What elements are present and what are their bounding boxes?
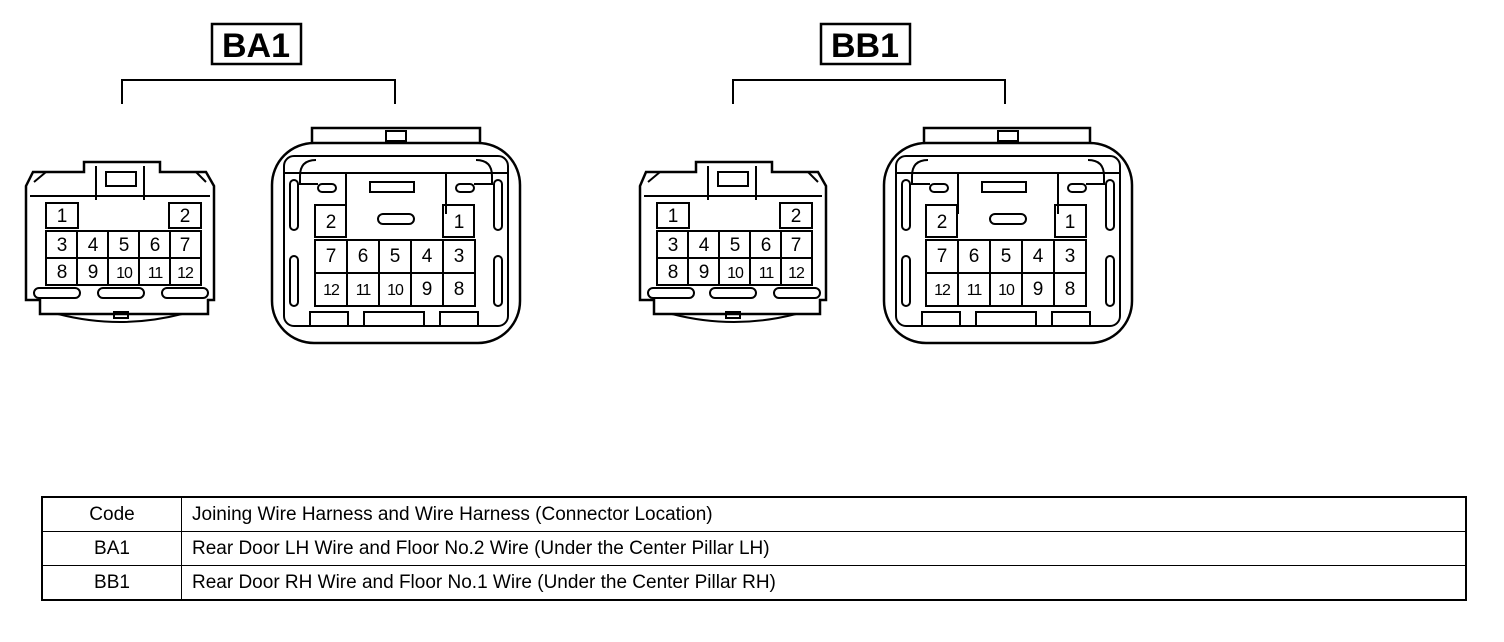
pin-number: 9: [422, 279, 433, 300]
pin-number: 5: [1001, 246, 1012, 267]
pin-number: 9: [1033, 279, 1044, 300]
female-pin-grid: [314, 204, 476, 307]
pin-number: 12: [788, 265, 805, 282]
female-pin-grid: [925, 204, 1087, 307]
male-connector-body: [24, 160, 216, 323]
pin-number: 3: [1065, 246, 1076, 267]
pin-number: 5: [390, 246, 401, 267]
pin-number: 1: [454, 212, 465, 233]
pin-number: 12: [934, 282, 951, 299]
male-pin-grid: [45, 202, 202, 286]
pin-number: 4: [422, 246, 433, 267]
pin-number: 12: [323, 282, 340, 299]
pin-number: 6: [969, 246, 980, 267]
pin-number: 5: [119, 235, 130, 256]
connector-legend-table: Code Joining Wire Harness and Wire Harne…: [41, 496, 1467, 601]
pin-number: 7: [326, 246, 337, 267]
legend-row-description: Rear Door RH Wire and Floor No.1 Wire (U…: [181, 565, 1467, 601]
pin-number: 9: [699, 262, 710, 283]
legend-row-code: BA1: [41, 531, 182, 566]
pin-number: 6: [761, 235, 772, 256]
pin-number: 2: [326, 212, 337, 233]
pin-number: 8: [454, 279, 465, 300]
pin-number: 8: [57, 262, 68, 283]
pin-number: 8: [1065, 279, 1076, 300]
legend-header-row: Code Joining Wire Harness and Wire Harne…: [41, 496, 1467, 532]
pin-number: 2: [180, 206, 191, 227]
group-bracket: [121, 79, 396, 104]
pin-number: 3: [668, 235, 679, 256]
legend-row-code: BB1: [41, 565, 182, 601]
pin-number: 7: [180, 235, 191, 256]
code-label-box: [819, 22, 912, 66]
pin-number: 10: [998, 282, 1015, 299]
pin-number: 7: [791, 235, 802, 256]
code-label: BB1: [831, 27, 899, 65]
male-connector-body: [638, 160, 828, 323]
pin-number: 9: [88, 262, 99, 283]
connector-group-bb1: BB1: [638, 22, 1134, 345]
pin-number: 4: [88, 235, 99, 256]
pin-number: 1: [57, 206, 68, 227]
pin-number: 11: [967, 282, 983, 299]
legend-row-description: Rear Door LH Wire and Floor No.2 Wire (U…: [181, 531, 1467, 566]
pin-number: 11: [759, 265, 775, 282]
pin-number: 10: [116, 265, 133, 282]
female-connector-body: [882, 126, 1134, 345]
pin-number: 8: [668, 262, 679, 283]
connector-group-ba1: BA1: [24, 22, 522, 345]
legend-header-code: Code: [41, 496, 182, 532]
legend-row: BA1 Rear Door LH Wire and Floor No.2 Wir…: [41, 531, 1467, 566]
code-label-box: [210, 22, 303, 66]
pin-number: 10: [727, 265, 744, 282]
legend-row: BB1 Rear Door RH Wire and Floor No.1 Wir…: [41, 565, 1467, 601]
pin-number: 1: [668, 206, 679, 227]
pin-number: 1: [1065, 212, 1076, 233]
group-bracket: [732, 79, 1006, 104]
pin-number: 3: [57, 235, 68, 256]
connector-diagram: BA1: [24, 22, 1134, 345]
pin-number: 12: [177, 265, 194, 282]
pin-number: 6: [150, 235, 161, 256]
pin-number: 11: [356, 282, 372, 299]
male-pin-grid: [656, 202, 813, 286]
code-label: BA1: [222, 27, 290, 65]
pin-number: 5: [730, 235, 741, 256]
pin-number: 10: [387, 282, 404, 299]
pin-number: 7: [937, 246, 948, 267]
legend-header-description: Joining Wire Harness and Wire Harness (C…: [181, 496, 1467, 532]
pin-number: 4: [699, 235, 710, 256]
pin-number: 4: [1033, 246, 1044, 267]
female-connector-body: [270, 126, 522, 345]
pin-number: 2: [937, 212, 948, 233]
pin-number: 3: [454, 246, 465, 267]
pin-number: 6: [358, 246, 369, 267]
pin-number: 2: [791, 206, 802, 227]
pin-number: 11: [148, 265, 164, 282]
